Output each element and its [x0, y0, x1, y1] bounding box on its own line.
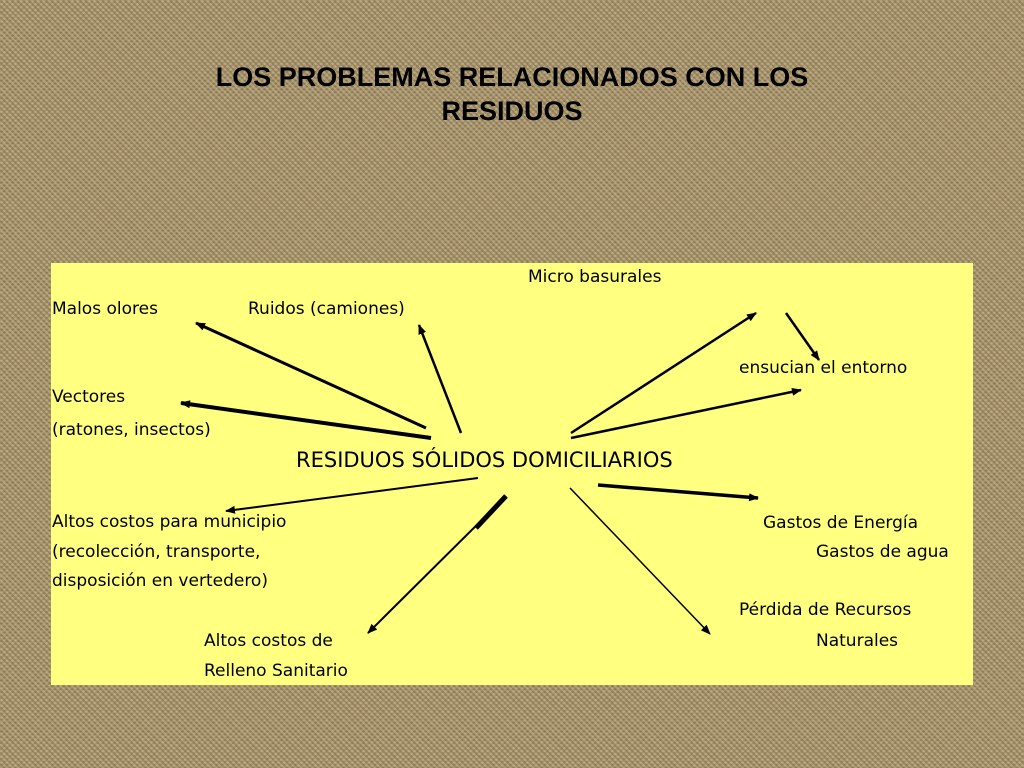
arrow-ensucian-entorno	[784, 312, 821, 361]
label-gastos-agua: Gastos de agua	[816, 542, 949, 562]
arrow-entorno-desde-centro	[570, 387, 802, 440]
arrow-relleno-thick	[474, 494, 508, 530]
arrow-altos-costos-municipio	[225, 477, 479, 514]
arrow-malos-olores	[195, 321, 427, 430]
label-relleno-sanitario: Relleno Sanitario	[204, 661, 348, 681]
slide-title: LOS PROBLEMAS RELACIONADOS CON LOS RESID…	[112, 60, 912, 128]
label-altos-costos-relleno: Altos costos de	[204, 631, 333, 651]
arrow-ruidos	[417, 324, 463, 434]
arrow-perdida-recursos	[569, 487, 711, 635]
label-ensucian-entorno: ensucian el entorno	[739, 358, 908, 378]
label-gastos-energia: Gastos de Energía	[763, 513, 919, 533]
diagram-panel: Micro basurales Malos olores Ruidos (cam…	[51, 263, 973, 685]
label-perdida-recursos-detalle: Naturales	[816, 631, 899, 651]
arrow-gastos-energia	[597, 483, 759, 502]
arrow-micro-basurales	[570, 311, 757, 435]
label-micro-basurales: Micro basurales	[528, 267, 662, 287]
center-node: RESIDUOS SÓLIDOS DOMICILIARIOS	[296, 448, 673, 472]
label-perdida-recursos: Pérdida de Recursos	[739, 600, 912, 620]
slide-title-line-1: LOS PROBLEMAS RELACIONADOS CON LOS	[215, 62, 809, 92]
label-vectores: Vectores	[52, 387, 126, 407]
slide-title-line-2: RESIDUOS	[441, 96, 583, 126]
label-altos-costos-municipio-detalle-1: (recolección, transporte,	[52, 542, 261, 562]
label-altos-costos-municipio-detalle-2: disposición en vertedero)	[52, 571, 268, 591]
label-altos-costos-municipio: Altos costos para municipio	[52, 512, 287, 532]
label-vectores-detalle: (ratones, insectos)	[52, 420, 211, 440]
label-malos-olores: Malos olores	[52, 299, 158, 319]
arrow-vectores	[180, 400, 432, 440]
label-ruidos: Ruidos (camiones)	[248, 299, 405, 319]
arrow-layer	[180, 311, 821, 635]
